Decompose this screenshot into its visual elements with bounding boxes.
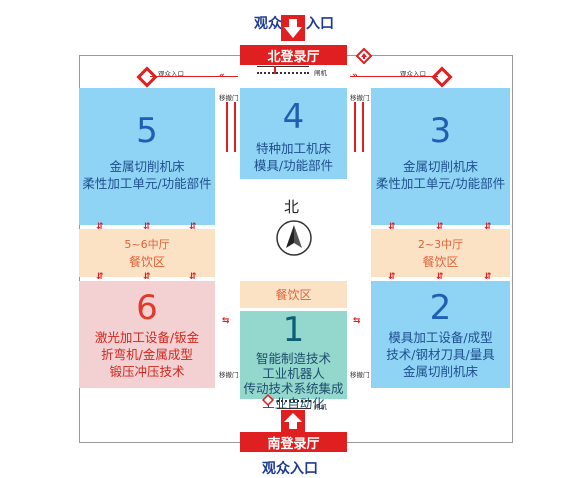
dining-right-title: 餐饮区 (422, 254, 459, 269)
hall-3-number: 3 (429, 111, 452, 151)
hall-6-desc: 激光加工设备/钣金折弯机/金属成型锻压冲压技术 (94, 330, 200, 379)
north-entrance-arrow-icon (281, 15, 305, 41)
north-gate-inner-bar (274, 66, 276, 74)
south-lobby: 南登录厅 (240, 432, 347, 452)
south-entrance-arrow-icon (281, 410, 305, 432)
hall-5-number: 5 (136, 111, 158, 151)
hall-1-number: 1 (282, 310, 305, 350)
passage-marker: ⇵ (436, 272, 444, 282)
hall-4-desc: 特种加工机床模具/功能部件 (253, 141, 334, 173)
passage-marker: ⇵ (96, 222, 104, 232)
hall-2-desc: 模具加工设备/成型技术/钢材刀具/量具金属切削机床 (386, 330, 495, 379)
hall-2-number: 2 (429, 288, 452, 328)
passage-marker: ⇵ (189, 272, 197, 282)
dining-center-title: 餐饮区 (275, 288, 312, 302)
entry-diamond-right-icon (431, 66, 453, 88)
hall-2[interactable]: 2 模具加工设备/成型技术/钢材刀具/量具金属切削机床 (371, 281, 510, 388)
door-label-left: 移撤门 (219, 94, 239, 102)
dining-left-sub: 5~6中厅 (124, 237, 170, 251)
north-lobby: 北登录厅 (240, 45, 347, 65)
hall-1-desc: 智能制造技术工业机器人传动技术系统集成工业自动化 (243, 351, 344, 411)
top-right-entrance-label: 观众入口 (400, 70, 426, 78)
door-label-bottom-left: 移撤门 (219, 371, 239, 379)
north-entrance-title-left: 观众 (254, 16, 282, 32)
emergency-exit-icon (356, 48, 372, 64)
passage-marker: ⇵ (388, 222, 396, 232)
compass-north-icon (276, 220, 312, 256)
hall-6[interactable]: 6 激光加工设备/钣金折弯机/金属成型锻压冲压技术 (79, 281, 215, 388)
dining-right[interactable]: 2~3中厅 餐饮区 (371, 229, 510, 277)
top-right-corridor-line (350, 76, 438, 77)
compass-label: 北 (284, 198, 300, 216)
passage-marker: ⇵ (96, 272, 104, 282)
hall-3[interactable]: 3 金属切削机床柔性加工单元/功能部件 (371, 88, 510, 225)
south-gate (277, 400, 311, 409)
entry-diamond-left-icon (136, 66, 158, 88)
passage-marker: ⇵ (436, 222, 444, 232)
corridor-arrows-right: » (352, 71, 358, 81)
north-gate (257, 66, 309, 74)
south-gate-label: 闸机 (314, 403, 327, 411)
north-entrance-title-right: 入口 (306, 16, 334, 32)
corridor-arrows-left: « (219, 71, 225, 81)
dining-center[interactable]: 餐饮区 (240, 281, 347, 308)
hall-1[interactable]: 1 智能制造技术工业机器人传动技术系统集成工业自动化 (240, 310, 347, 411)
hall-6-number: 6 (136, 288, 158, 328)
top-left-entrance-label: 观众入口 (158, 70, 184, 78)
door-label-bottom-right: 移撤门 (350, 371, 370, 379)
passage-marker: ⇵ (388, 272, 396, 282)
dining-right-sub: 2~3中厅 (417, 237, 464, 251)
south-entrance-title: 观众入口 (262, 461, 318, 477)
passage-marker: ⇵ (484, 222, 492, 232)
north-gate-label: 闸机 (314, 69, 327, 77)
passage-marker: ⇵ (484, 272, 492, 282)
dining-left-title: 餐饮区 (128, 254, 165, 269)
passage-marker: ⇵ (143, 222, 151, 232)
hall-5-desc: 金属切削机床柔性加工单元/功能部件 (82, 159, 212, 191)
hall-4-number: 4 (282, 97, 305, 137)
south-exit-icon (262, 394, 274, 406)
passage-marker: ⇵ (143, 272, 151, 282)
connector-left (226, 102, 236, 152)
top-left-corridor-line (150, 76, 238, 77)
passage-arrow-right: ⇆ (353, 316, 361, 326)
hall-3-desc: 金属切削机床柔性加工单元/功能部件 (375, 159, 506, 191)
passage-arrow-left: ⇆ (222, 316, 230, 326)
door-label-right: 移撤门 (350, 94, 370, 102)
hall-5[interactable]: 5 金属切削机床柔性加工单元/功能部件 (79, 88, 215, 225)
dining-left[interactable]: 5~6中厅 餐饮区 (79, 229, 215, 277)
passage-marker: ⇵ (189, 222, 197, 232)
hall-4[interactable]: 4 特种加工机床模具/功能部件 (240, 88, 347, 179)
connector-right (354, 102, 364, 152)
